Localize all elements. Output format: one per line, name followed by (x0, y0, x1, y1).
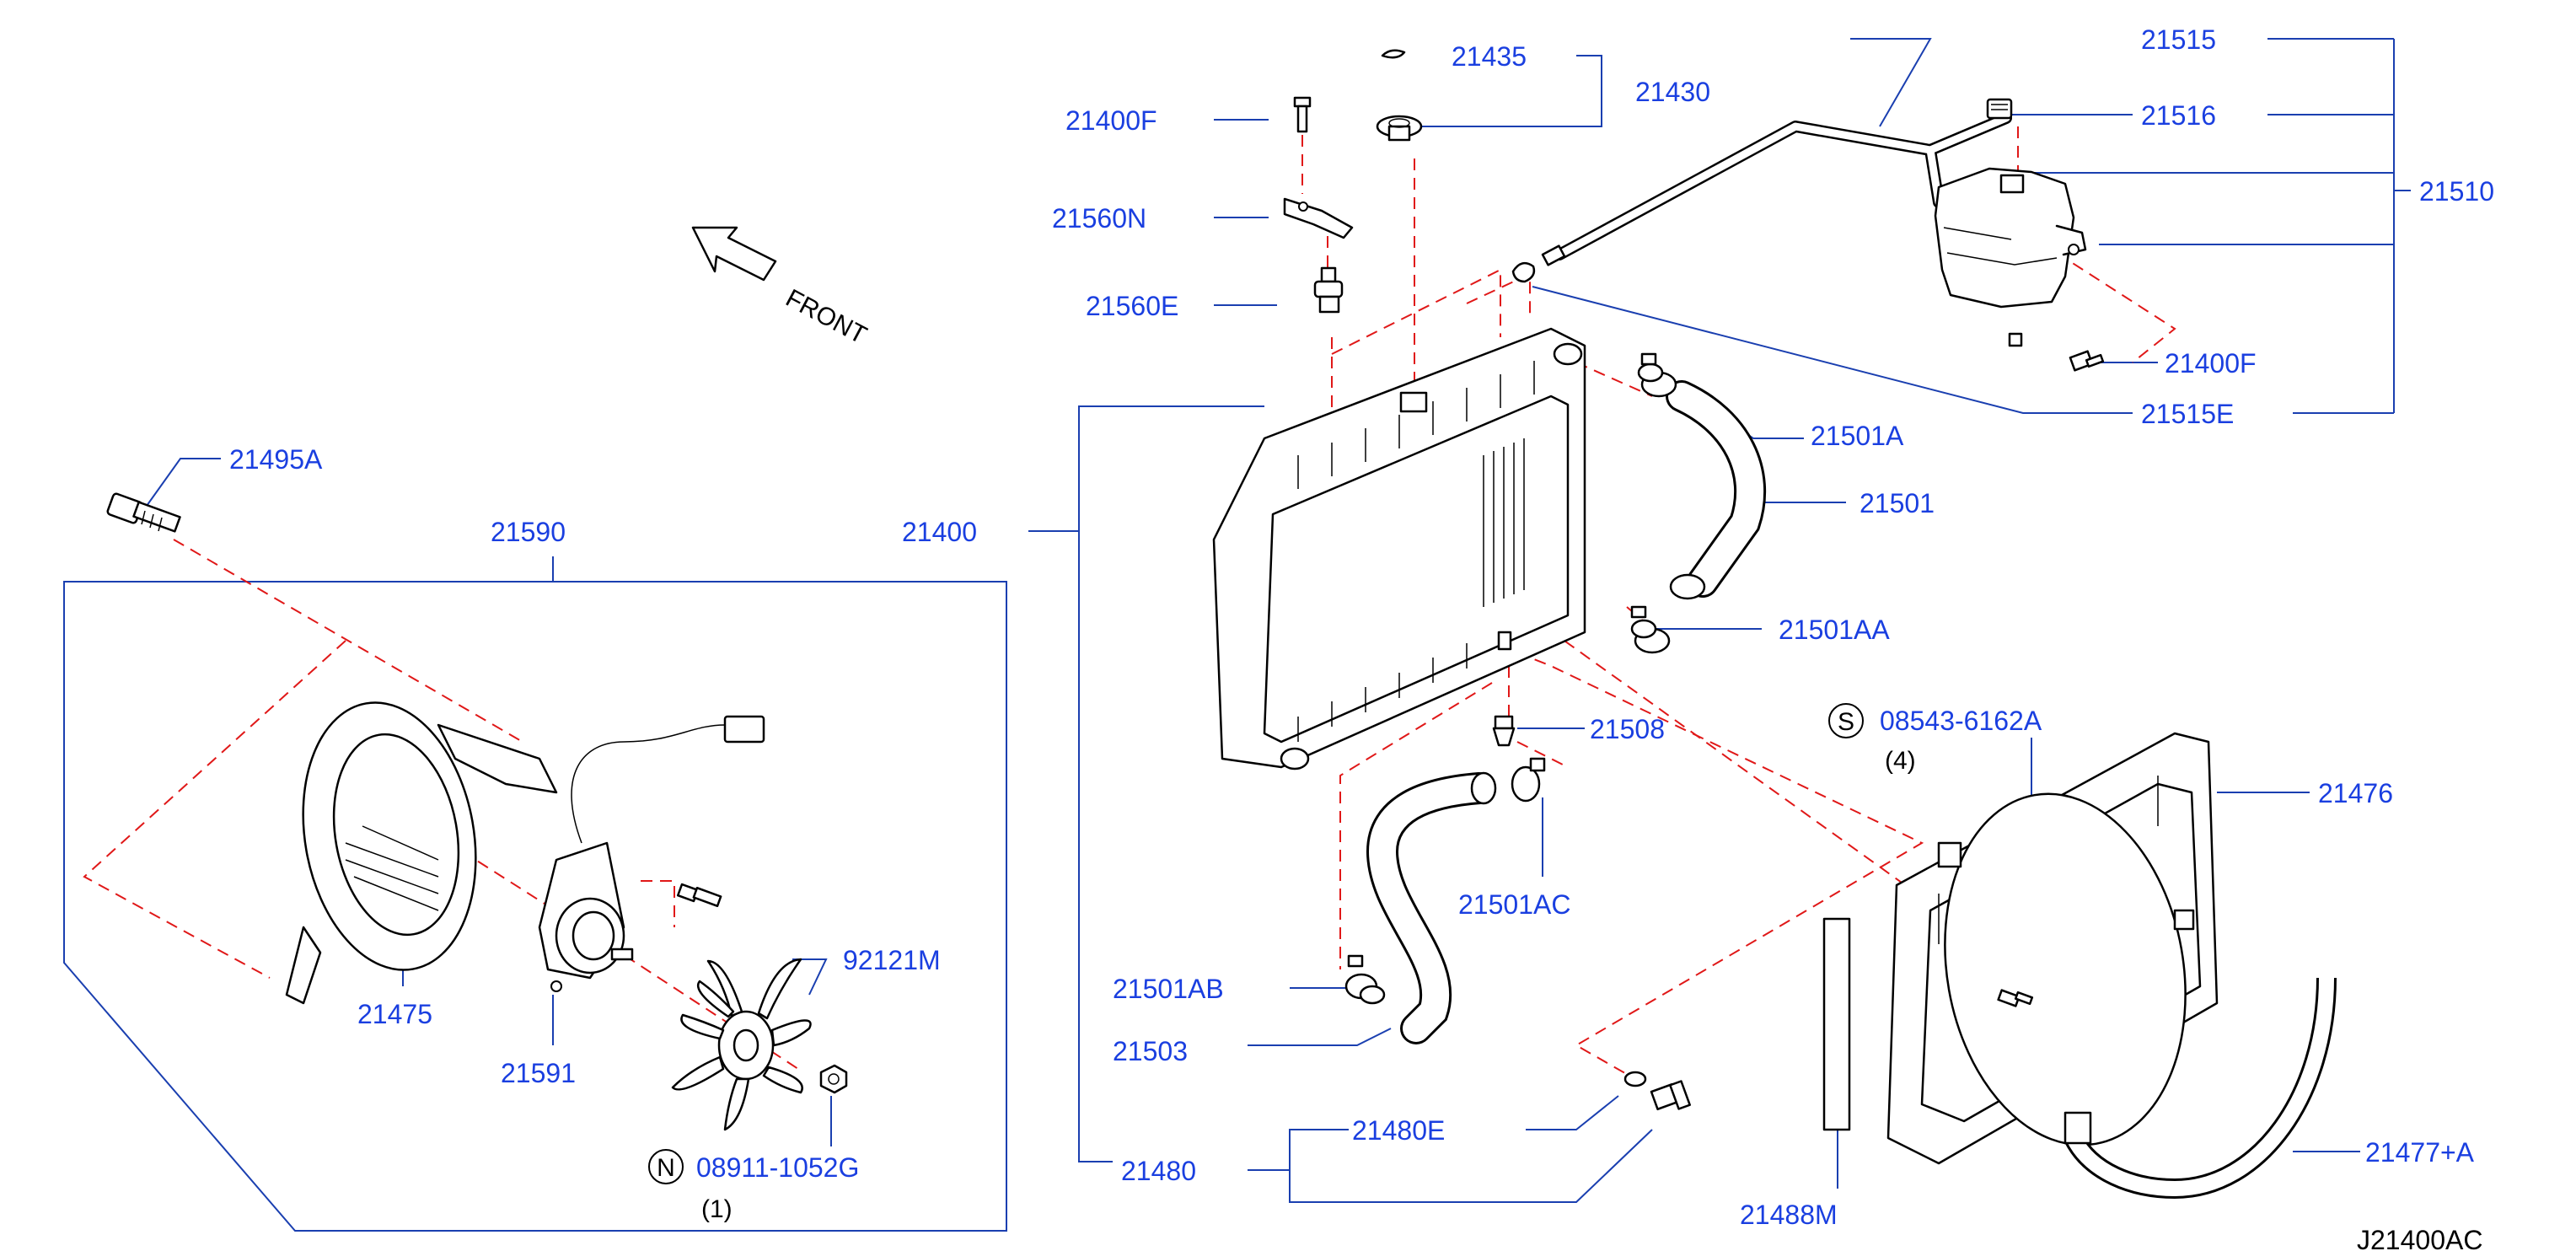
grommet-21560e-part (1313, 266, 1344, 314)
hose-clamp-21501aa-part (1630, 605, 1671, 654)
bolt-21400f-right-part (2069, 350, 2105, 372)
label-21501: 21501 (1860, 488, 1935, 518)
radiator-cap-part (1376, 115, 1423, 142)
label-21501ab: 21501AB (1113, 974, 1224, 1004)
label-21400f-top: 21400F (1065, 105, 1157, 136)
fan-blade-92121m-part (671, 958, 812, 1131)
bolt-21400f-top-part (1293, 96, 1312, 133)
label-21560n: 21560N (1052, 203, 1146, 234)
label-21501aa: 21501AA (1779, 615, 1890, 645)
svg-text:N: N (657, 1154, 675, 1182)
s-qty-label: (4) (1885, 747, 1916, 775)
front-arrow-icon: FRONT (691, 226, 872, 350)
n-qty-label: (1) (701, 1195, 733, 1223)
label-21560e: 21560E (1086, 291, 1178, 321)
label-21508: 21508 (1590, 714, 1665, 744)
hose-clamp-21501ac-part (1511, 757, 1546, 803)
hose-clamp-21501a-part (1637, 352, 1677, 398)
seal-21488m-part (1822, 917, 1851, 1131)
front-label: FRONT (781, 284, 872, 350)
label-08911: 08911-1052G (696, 1152, 859, 1183)
label-21515: 21515 (2141, 24, 2216, 55)
label-21495a: 21495A (229, 444, 323, 475)
drain-plug-21508-part (1492, 715, 1516, 747)
shroud-screw-08543-part (1997, 989, 2034, 1007)
bracket-21560n-part (1283, 197, 1354, 239)
label-21501ac: 21501AC (1458, 889, 1570, 920)
label-21516: 21516 (2141, 100, 2216, 131)
label-21435: 21435 (1452, 41, 1527, 72)
label-92121m: 92121M (843, 945, 941, 975)
label-21480e: 21480E (1352, 1115, 1445, 1146)
label-21475: 21475 (357, 999, 432, 1029)
fan-shroud-21475-part (285, 701, 558, 1005)
svg-text:S: S (1838, 708, 1854, 736)
label-21503: 21503 (1113, 1036, 1188, 1066)
label-21515e: 21515E (2141, 399, 2234, 429)
part-labels: 21435 21430 21400F 21560N 21560E 21515 2… (229, 24, 2494, 1230)
label-21510: 21510 (2419, 176, 2494, 207)
n-symbol: N (648, 1149, 684, 1184)
fan-motor-21591-part (538, 715, 765, 992)
label-21477a: 21477+A (2365, 1137, 2475, 1168)
label-21476: 21476 (2318, 778, 2393, 808)
nut-08911-part (819, 1064, 848, 1094)
upper-hose-21501-part (1666, 380, 1767, 600)
drain-cock-21480-part (1623, 1071, 1691, 1111)
lower-shroud-21477a-part (2063, 977, 2337, 1200)
gasket-21435-part (1381, 49, 1406, 59)
label-21430: 21430 (1635, 77, 1710, 107)
label-21591: 21591 (501, 1058, 576, 1088)
motor-bolt-part (676, 883, 722, 908)
label-21400: 21400 (902, 517, 977, 547)
label-08543: 08543-6162A (1880, 706, 2042, 736)
label-21590: 21590 (491, 517, 566, 547)
reservoir-tank-part (1934, 167, 2087, 347)
bolt-21495a-part (106, 492, 181, 533)
overflow-hose-part (1511, 112, 2012, 283)
label-21501a: 21501A (1811, 421, 1904, 451)
label-21400f-right: 21400F (2165, 348, 2257, 379)
radiator-21400-part (1212, 327, 1586, 770)
label-21488m: 21488M (1740, 1200, 1838, 1230)
s-symbol: S (1828, 703, 1864, 738)
hose-clamp-21501ab-part (1344, 954, 1386, 1005)
diagram-code: J21400AC (2357, 1225, 2482, 1251)
reservoir-cap-21516-part (1986, 98, 2013, 120)
fan-shroud-21476-part (1886, 732, 2219, 1165)
lower-hose-21503-part (1366, 771, 1497, 1044)
label-21480: 21480 (1121, 1156, 1196, 1186)
